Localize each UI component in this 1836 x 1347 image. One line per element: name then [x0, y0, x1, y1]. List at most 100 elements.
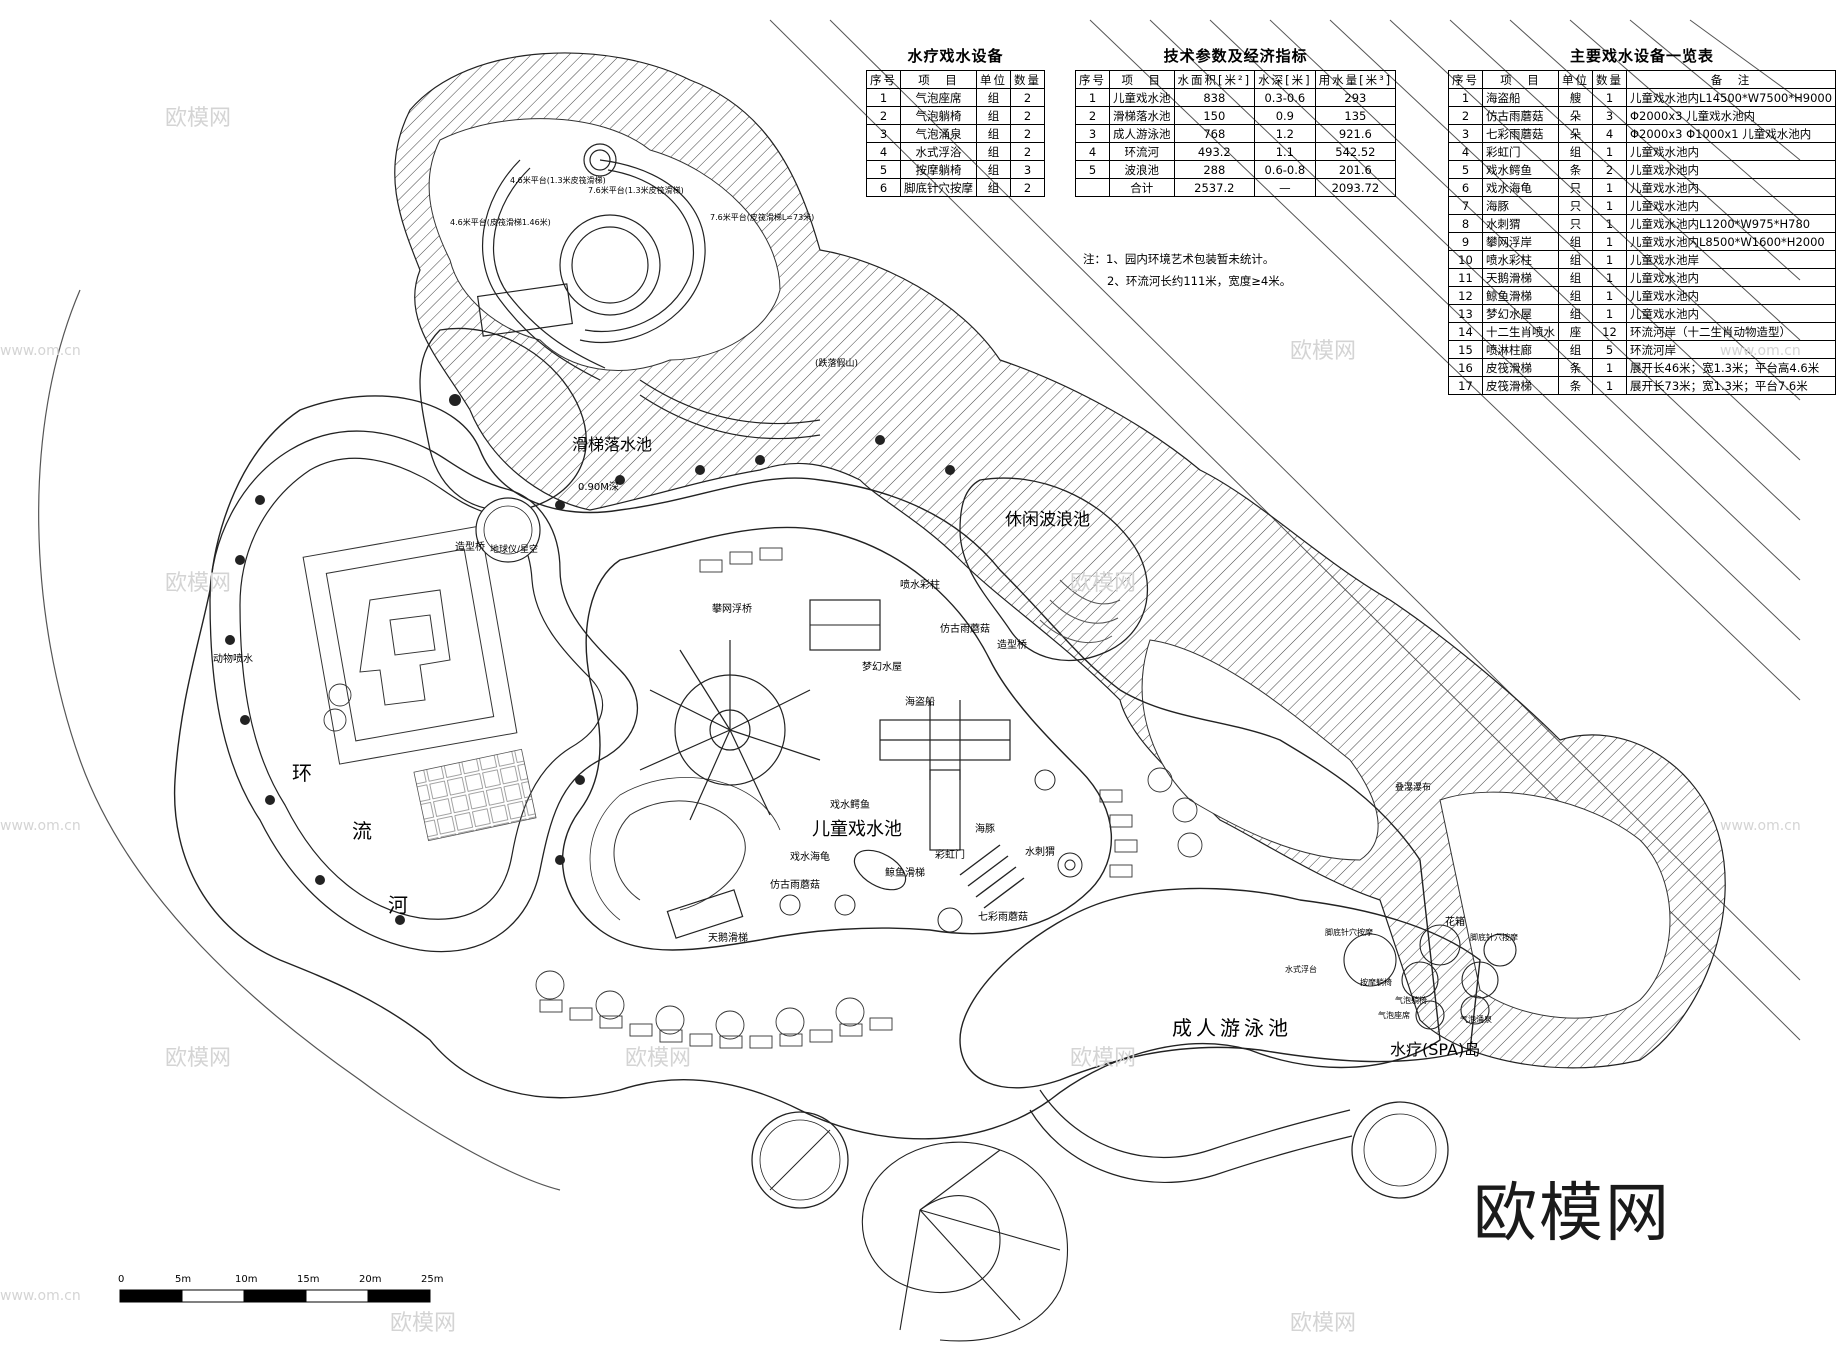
table-cell: 1	[1592, 376, 1627, 395]
col-header: 用水量[米³]	[1314, 70, 1397, 89]
wave-pool	[959, 477, 1149, 662]
table-cell: 儿童戏水池内	[1625, 178, 1836, 197]
table-cell: 条	[1558, 376, 1593, 395]
table-cell: 15	[1448, 340, 1483, 359]
scale-tick-25: 25m	[421, 1274, 443, 1285]
table-cell: 1	[1592, 358, 1627, 377]
table-cell: 组	[976, 124, 1011, 143]
table-cell: 组	[1558, 142, 1593, 161]
table-cell: 1	[1592, 196, 1627, 215]
label-slide-d: 7.6米平台(皮筏滑梯L=73米)	[710, 212, 814, 222]
table-cell: 2	[1075, 106, 1110, 125]
label-mushroom-2: 仿古雨蘑菇	[770, 878, 820, 891]
table-cell: 5	[1075, 160, 1110, 179]
col-header: 项 目	[1109, 70, 1175, 89]
label-globe: 地球仪/星空	[490, 543, 538, 555]
note-1: 注：1、园内环境艺术包装暂未统计。	[1083, 252, 1275, 266]
table-cell: 6	[1448, 178, 1483, 197]
table-cell: 542.52	[1314, 142, 1397, 161]
table-cell: 1	[1592, 304, 1627, 323]
table-cell: 组	[1558, 250, 1593, 269]
watermark-url-4: www.om.cn	[1720, 818, 1801, 834]
label-kids-pool: 儿童戏水池	[812, 819, 902, 840]
table-cell: 组	[1558, 340, 1593, 359]
table-cell: 1.1	[1254, 142, 1316, 161]
table-cell: 展开长73米；宽1.3米；平台7.6米	[1625, 376, 1836, 395]
table-cell: 12	[1448, 286, 1483, 305]
scale-bar: 0 5m 10m 15m 20m 25m	[118, 1274, 443, 1303]
col-header: 单位	[976, 70, 1011, 89]
table-cell: 海盗船	[1482, 88, 1559, 107]
col-header: 项 目	[900, 70, 977, 89]
table-cell: 波浪池	[1109, 160, 1175, 179]
table-cell: 梦幻水屋	[1482, 304, 1559, 323]
watermark-6: 欧模网	[1070, 571, 1136, 596]
label-spa-flower: 花箱	[1445, 915, 1465, 928]
label-cascade: 叠瀑瀑布	[1395, 781, 1431, 793]
table-cell: 鲸鱼滑梯	[1482, 286, 1559, 305]
col-header: 水面积[米²]	[1173, 70, 1256, 89]
pirate-ship	[879, 700, 1011, 851]
table-cell: 13	[1448, 304, 1483, 323]
table-cell: 儿童戏水池内	[1625, 196, 1836, 215]
table-cell	[1075, 178, 1110, 197]
table-cell: 皮筏滑梯	[1482, 376, 1559, 395]
note-2: 2、环流河长约111米，宽度≥4米。	[1107, 274, 1292, 288]
col-header: 水深[米]	[1254, 70, 1316, 89]
table-cell: 4	[1075, 142, 1110, 161]
label-dolphin: 海豚	[975, 822, 995, 835]
sun-loungers	[539, 547, 1138, 1049]
table-cell: 17	[1448, 376, 1483, 395]
table-cell: 七彩雨蘑菇	[1482, 124, 1559, 143]
table-cell: 组	[1558, 232, 1593, 251]
scale-tick-0: 0	[118, 1274, 124, 1285]
table-cell: 4	[1592, 124, 1627, 143]
waterfall-zone	[1141, 639, 1379, 861]
table-cell: 2	[1010, 142, 1045, 161]
col-header: 序号	[866, 70, 901, 89]
table-cell: 儿童戏水池内	[1625, 304, 1836, 323]
table-cell: 1	[1592, 88, 1627, 107]
table-cell: 201.6	[1314, 160, 1397, 179]
label-pirate-ship: 海盗船	[905, 695, 935, 708]
table-cell: 只	[1558, 196, 1593, 215]
table-cell: 儿童戏水池	[1109, 88, 1175, 107]
table-cell: 组	[976, 160, 1011, 179]
table-cell: 组	[976, 106, 1011, 125]
table-cell: 只	[1558, 178, 1593, 197]
table-cell: Φ2000x3 Φ1000x1 儿童戏水池内	[1625, 124, 1836, 143]
table-cell: 条	[1558, 160, 1593, 179]
label-slide-c: 4.6米平台(皮筏滑梯1.46米)	[450, 217, 551, 227]
table-cell: 滑梯落水池	[1109, 106, 1175, 125]
col-header: 项 目	[1482, 70, 1559, 89]
col-header: 备 注	[1625, 70, 1836, 89]
table-cell: 只	[1558, 214, 1593, 233]
site-boundary	[38, 289, 561, 1191]
table-cell: 儿童戏水池内	[1625, 268, 1836, 287]
main-table-header: 序号项 目单位数量备 注	[1448, 70, 1836, 89]
table-cell: 768	[1173, 124, 1256, 143]
table-cell: 5	[1592, 340, 1627, 359]
table-cell: 838	[1173, 88, 1256, 107]
label-walrus: 水刺猬	[1025, 846, 1055, 858]
winding-walkway	[1039, 1089, 1351, 1159]
table-cell: 环流河岸（十二生肖动物造型）	[1625, 322, 1836, 341]
watermark-2: 欧模网	[165, 571, 231, 596]
